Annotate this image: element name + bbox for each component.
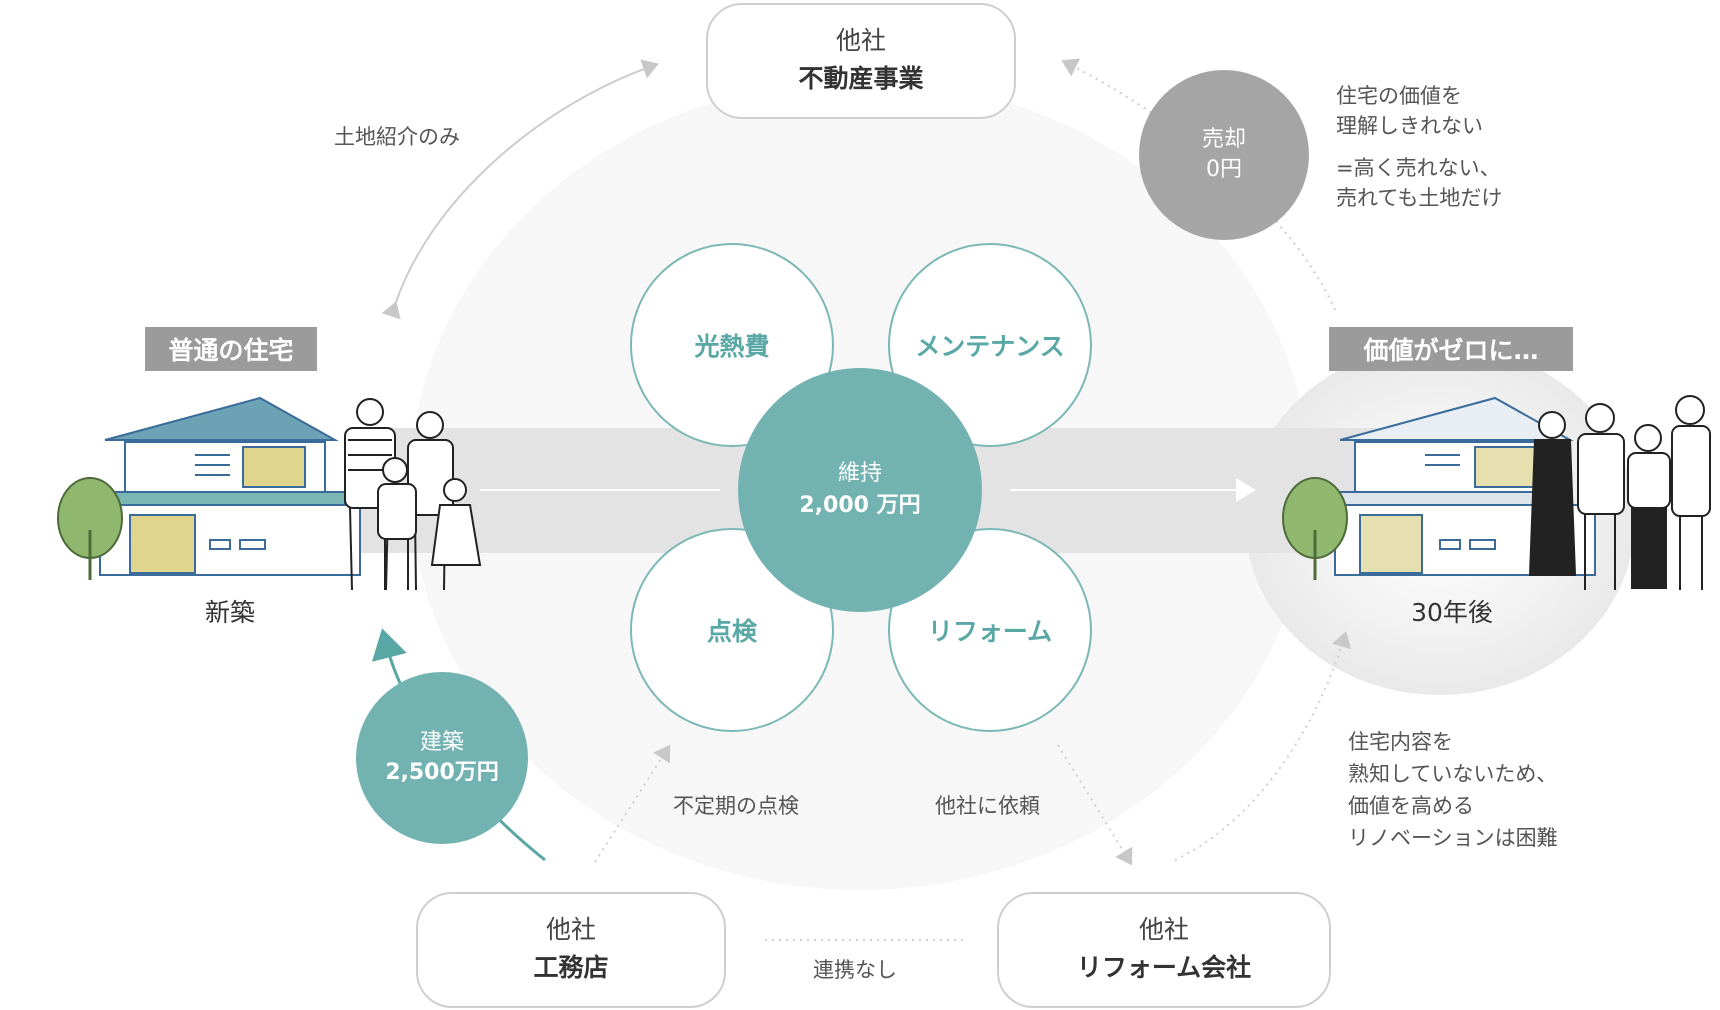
sale-price-circle: 売却 0円	[1139, 70, 1309, 240]
left-house-caption: 新築	[204, 598, 255, 627]
note-no-cooperation: 連携なし	[813, 958, 897, 982]
tree-illustration	[57, 477, 123, 580]
bottom-left-company-box: 他社 工務店	[416, 892, 726, 1008]
maintenance-amount: 2,000 万円	[799, 493, 921, 518]
note-renovation-4: リノベーションは困難	[1348, 826, 1558, 850]
maintenance-label: 維持	[837, 461, 882, 486]
note-renovation-1: 住宅内容を	[1348, 730, 1453, 754]
top-company-line1: 他社	[835, 26, 886, 55]
right-house-caption: 30年後	[1411, 598, 1493, 627]
note-land-only: 土地紹介のみ	[334, 125, 460, 149]
note-sell-low-2: 売れても土地だけ	[1336, 186, 1503, 210]
timeline-arrowhead	[1236, 478, 1256, 502]
bottom-left-company-line2: 工務店	[533, 953, 609, 982]
house-illustration	[99, 396, 361, 576]
petal-maintenance: メンテナンス	[888, 243, 1092, 447]
maintenance-cost-circle: 維持 2,000 万円	[738, 368, 982, 612]
bottom-right-company-box: 他社 リフォーム会社	[997, 892, 1331, 1008]
tree-illustration-right	[1282, 477, 1348, 580]
note-renovation-2: 熟知していないため、	[1348, 762, 1558, 786]
build-amount: 2,500万円	[385, 760, 499, 785]
note-request-other: 他社に依頼	[935, 794, 1040, 818]
sale-amount: 0円	[1206, 157, 1242, 182]
bottom-left-company-line1: 他社	[545, 915, 596, 944]
note-sell-low-1: =高く売れない、	[1336, 156, 1501, 180]
bottom-right-company-line1: 他社	[1138, 915, 1189, 944]
build-label: 建築	[419, 730, 464, 755]
top-company-line2: 不動産事業	[798, 64, 924, 93]
note-value-unknown-1: 住宅の価値を	[1336, 84, 1462, 108]
note-renovation-3: 価値を高める	[1348, 794, 1474, 818]
note-irregular-check: 不定期の点検	[673, 794, 799, 818]
top-company-box: 他社 不動産事業	[706, 3, 1016, 119]
bottom-right-company-line2: リフォーム会社	[1076, 953, 1252, 982]
family-illustration	[344, 398, 482, 591]
left-house-tag: 普通の住宅	[145, 327, 317, 371]
note-value-unknown-2: 理解しきれない	[1336, 114, 1483, 138]
sale-label: 売却	[1201, 127, 1246, 152]
right-house-tag: 価値がゼロに…	[1329, 327, 1573, 371]
elderly-family-illustration	[1528, 395, 1711, 590]
build-cost-circle: 建築 2,500万円	[356, 672, 528, 844]
